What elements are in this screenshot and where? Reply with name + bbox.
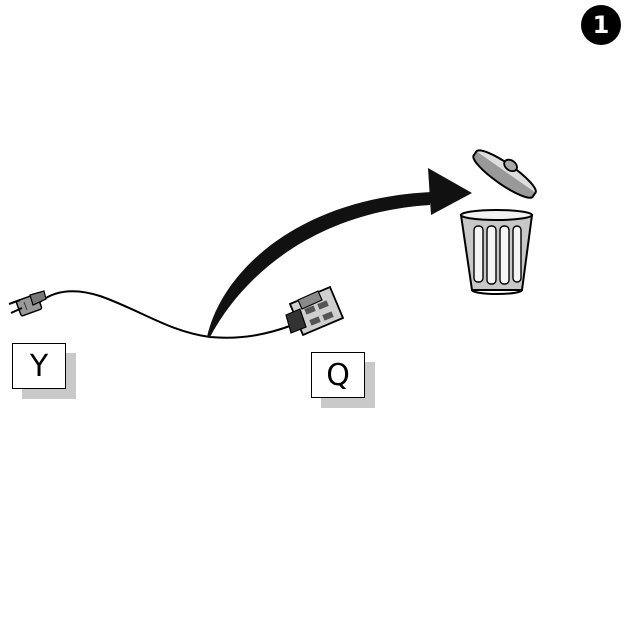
label-y: Y: [12, 343, 66, 389]
rectangular-connector-icon: [286, 287, 343, 335]
label-q-box: Q: [311, 352, 365, 398]
cable: [40, 291, 290, 338]
ac-plug-icon: [9, 291, 46, 316]
label-y-box: Y: [12, 343, 66, 389]
trash-can-icon: [461, 141, 543, 294]
label-q: Q: [311, 352, 365, 398]
